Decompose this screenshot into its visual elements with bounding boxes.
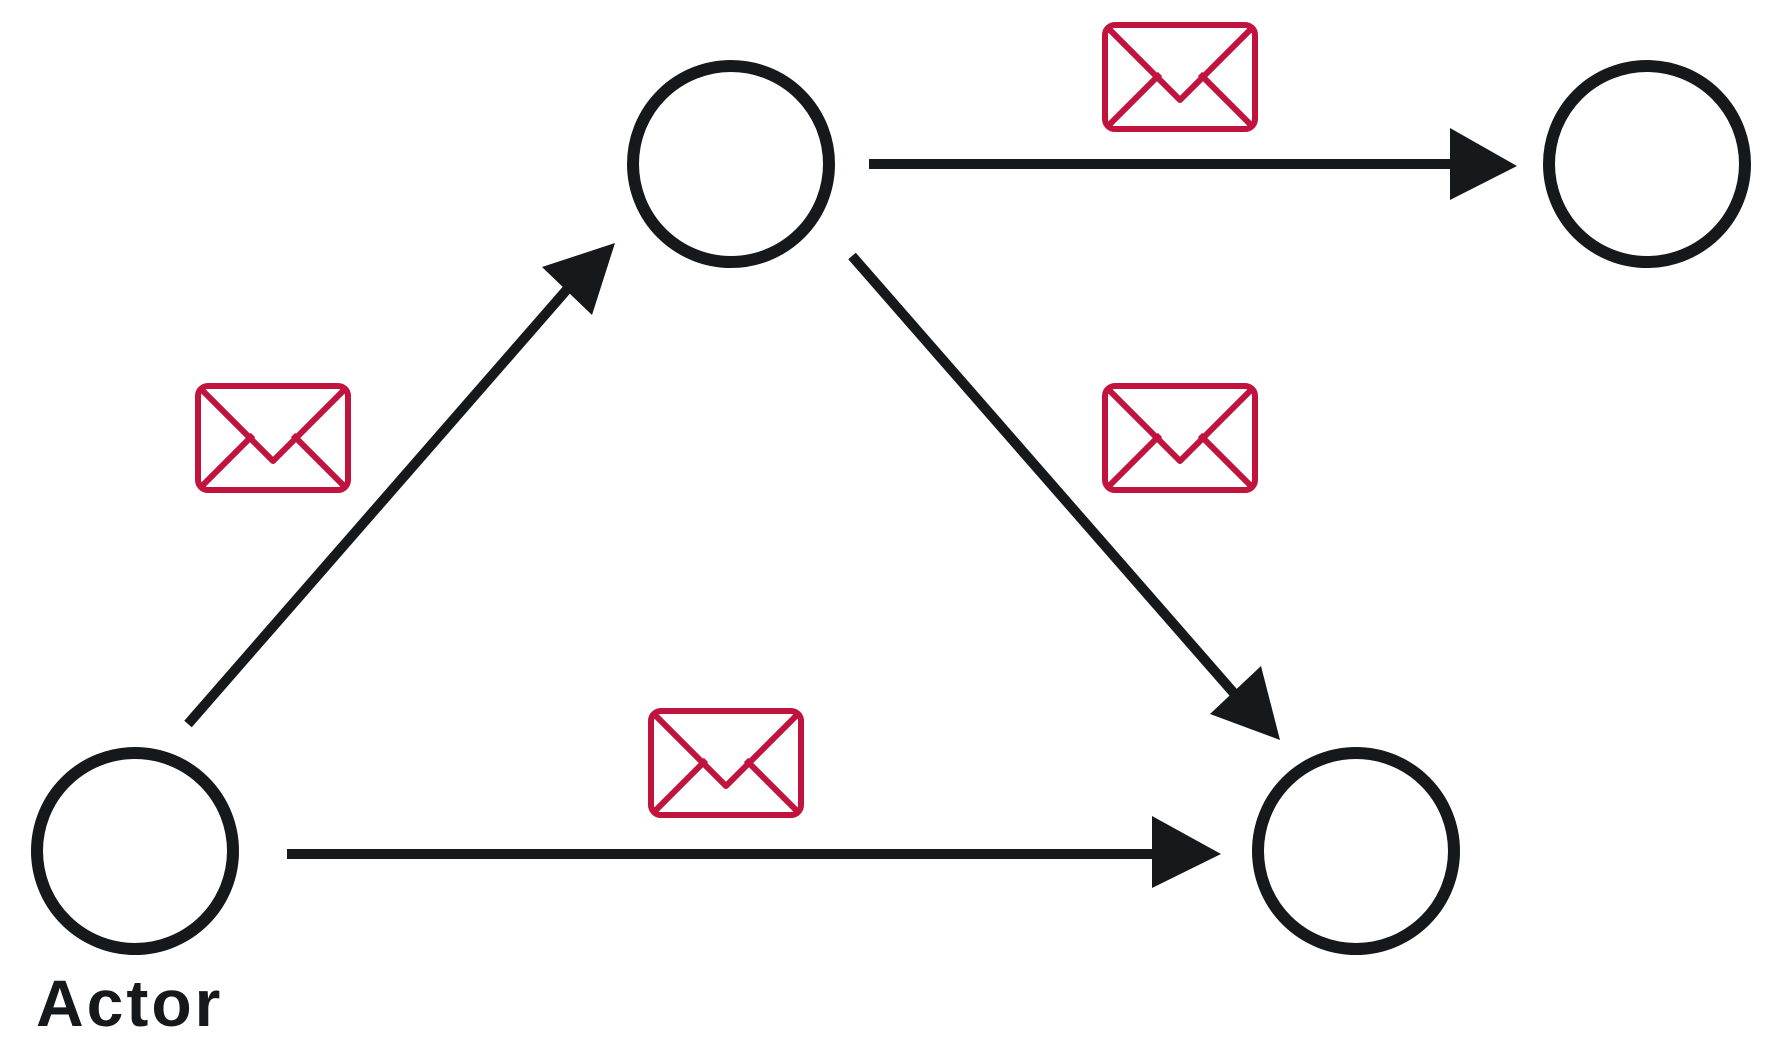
middle-node[interactable] [627, 60, 835, 268]
arrowhead-icon [1152, 816, 1221, 888]
actor-label: Actor [36, 966, 223, 1040]
envelope-icon [195, 383, 351, 493]
envelope-icon [1102, 22, 1258, 132]
arrowhead-icon [1450, 128, 1517, 200]
edge-line [184, 282, 574, 728]
edge-line [848, 252, 1243, 703]
edge-actor-to-bottom-right[interactable] [287, 816, 1221, 888]
edge-middle-to-bottom-right[interactable] [848, 252, 1280, 740]
edge-middle-to-right-top[interactable] [869, 128, 1517, 200]
envelope-icon [648, 708, 804, 818]
actor-node[interactable] [31, 747, 239, 955]
arrowhead-icon [542, 243, 615, 315]
arrowhead-icon [1210, 666, 1280, 740]
edge-actor-to-middle[interactable] [184, 243, 615, 728]
envelope-icon [1102, 383, 1258, 493]
right-top-node[interactable] [1543, 60, 1751, 268]
bottom-right-node[interactable] [1252, 747, 1460, 955]
